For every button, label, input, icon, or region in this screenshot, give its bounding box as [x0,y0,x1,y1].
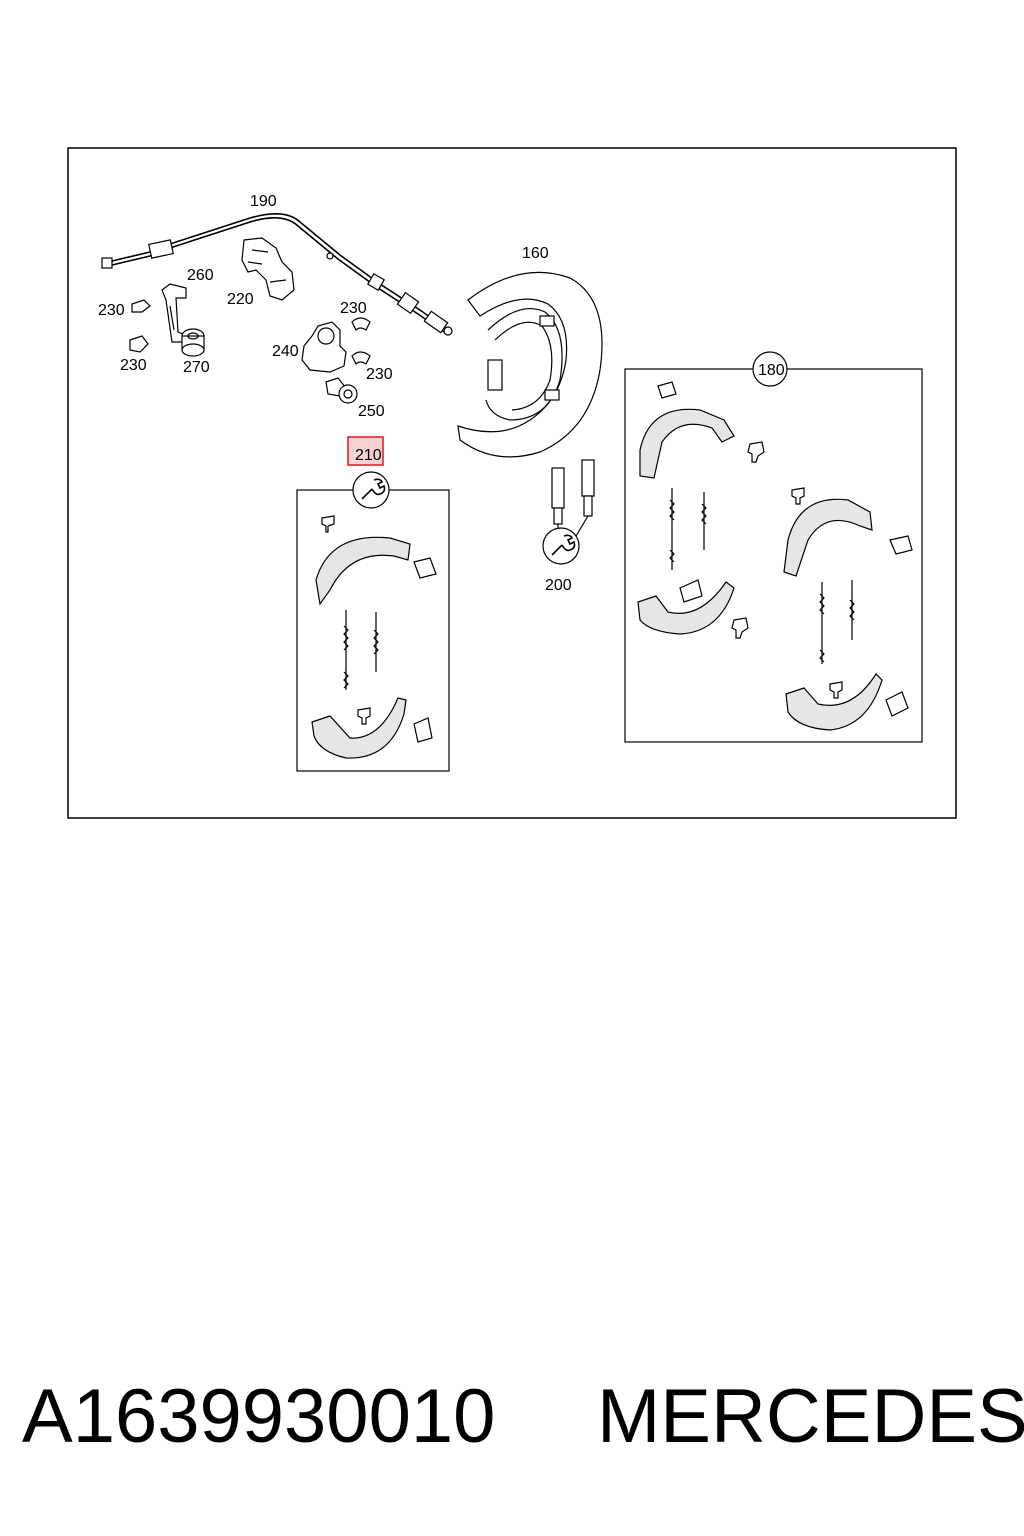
label-190: 190 [250,193,277,210]
label-250: 250 [358,403,385,420]
kit-180-callout [752,351,788,387]
kit-210-parts [311,515,437,759]
label-180: 180 [758,362,785,379]
clip-center [351,317,371,366]
label-230-left-top: 230 [98,302,125,319]
label-160: 160 [522,245,549,262]
label-230-center-top: 230 [340,300,367,317]
clip-left [129,299,151,353]
label-270: 270 [183,359,210,376]
mount-bracket [161,283,205,357]
wrench-icon [542,527,580,565]
brand-name: MERCEDES [597,1374,1024,1459]
label-260: 260 [187,267,214,284]
adjuster-parts [551,459,595,537]
kit-180-parts [637,381,913,731]
clamp-bracket [241,237,295,301]
backing-plate [457,271,603,458]
label-240: 240 [272,343,299,360]
highlight-box-210 [347,436,384,466]
footer: A1639930010 MERCEDES [0,1372,1024,1462]
label-230-center-bottom: 230 [366,366,393,383]
label-230-left-bottom: 230 [120,357,147,374]
cable-holder [301,321,358,404]
diagram-frame [67,147,957,819]
brake-cable [101,213,453,336]
label-220: 220 [227,291,254,308]
label-210: 210 [355,447,382,464]
label-200: 200 [545,577,572,594]
parts-diagram: 190 160 260 220 230 230 270 230 240 230 … [67,147,957,819]
wrench-icon [352,471,390,509]
part-number: A1639930010 [22,1374,496,1459]
